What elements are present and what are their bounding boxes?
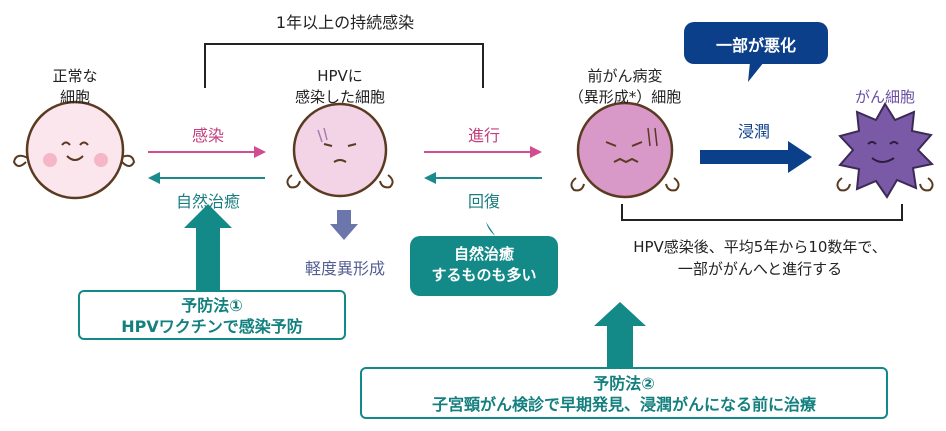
natural-cure-bubble-text: 自然治癒 するものも多い bbox=[410, 244, 558, 286]
worsen-bubble-text: 一部が悪化 bbox=[715, 36, 796, 55]
progress-note: HPV感染後、平均5年から10数年で、 一部ががんへと進行する bbox=[585, 236, 935, 280]
normal-cell-label-line1: 正常な bbox=[52, 67, 98, 85]
hpv-infected-cell-icon bbox=[286, 102, 394, 198]
recovery-arrow bbox=[424, 172, 542, 184]
normal-cell-label-line2: 細胞 bbox=[59, 88, 90, 106]
infection-label: 感染 bbox=[191, 126, 224, 145]
progression-label: 進行 bbox=[467, 126, 500, 145]
prevention1-box: 予防法① HPVワクチンで感染予防 bbox=[78, 290, 346, 340]
infection-arrow bbox=[148, 146, 266, 158]
natural-cure-bubble bbox=[410, 222, 558, 296]
progression-arrow bbox=[424, 146, 542, 158]
precancer-cell-label: 前がん病変 （異形成*）細胞 bbox=[545, 66, 705, 108]
natural-cure-label: 自然治癒 bbox=[175, 192, 240, 211]
normal-cell-icon bbox=[12, 100, 136, 200]
precancer-cell-icon bbox=[570, 101, 680, 199]
prevention2-text: 子宮頸がん検診で早期発見、浸潤がんになる前に治療 bbox=[431, 395, 816, 414]
natural-cure-arrow bbox=[148, 172, 265, 184]
prevention2-box: 予防法② 子宮頸がん検診で早期発見、浸潤がんになる前に治療 bbox=[360, 367, 888, 419]
progress-note-line2: 一部ががんへと進行する bbox=[677, 260, 843, 278]
mild-dysplasia-label: 軽度異形成 bbox=[304, 259, 385, 278]
invasion-arrow bbox=[700, 141, 812, 173]
persistent-infection-label: 1年以上の持続感染 bbox=[275, 13, 415, 32]
bottom-bracket bbox=[621, 204, 903, 221]
worsen-bubble bbox=[684, 22, 828, 82]
hpv-infected-label-line1: HPVに bbox=[317, 67, 363, 85]
natural-cure-bubble-line2: するものも多い bbox=[431, 266, 537, 284]
cancer-cell-icon bbox=[836, 102, 935, 199]
hpv-infected-label-line2: 感染した細胞 bbox=[294, 88, 385, 106]
prevention1-arrow bbox=[184, 204, 232, 290]
top-bracket bbox=[204, 43, 484, 88]
precancer-label-line2: （異形成*）細胞 bbox=[568, 88, 682, 106]
recovery-label: 回復 bbox=[467, 192, 500, 211]
mild-dysplasia-arrow bbox=[330, 210, 358, 240]
precancer-label-line1: 前がん病変 bbox=[587, 67, 663, 85]
prevention1-text: HPVワクチンで感染予防 bbox=[121, 317, 303, 336]
prevention2-arrow bbox=[594, 302, 646, 368]
natural-cure-bubble-line1: 自然治癒 bbox=[453, 245, 514, 263]
invasion-label: 浸潤 bbox=[737, 122, 770, 141]
prevention2-title: 予防法② bbox=[593, 374, 655, 393]
prevention1-title: 予防法① bbox=[181, 296, 243, 315]
hpv-infected-cell-label: HPVに 感染した細胞 bbox=[270, 66, 410, 108]
cancer-cell-label: がん細胞 bbox=[854, 88, 915, 106]
progress-note-line1: HPV感染後、平均5年から10数年で、 bbox=[633, 238, 887, 256]
normal-cell-label: 正常な 細胞 bbox=[25, 66, 125, 108]
